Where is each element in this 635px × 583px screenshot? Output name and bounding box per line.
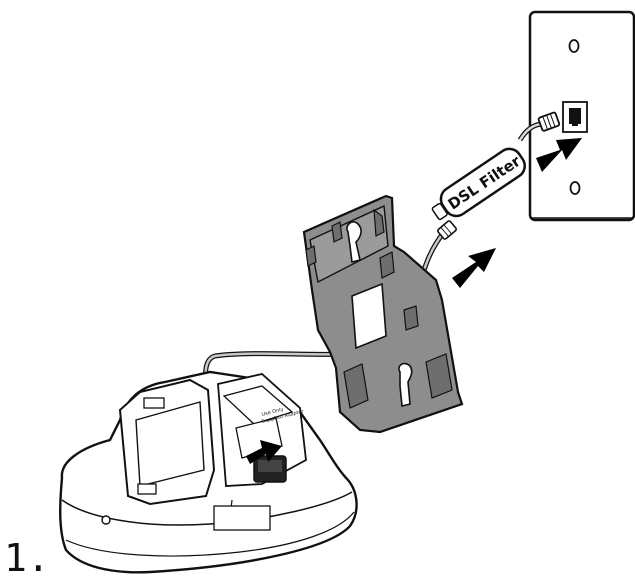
- dsl-filter: DSL Filter: [427, 144, 529, 226]
- step-number: 1.: [4, 538, 50, 578]
- bracket-slot: [352, 284, 386, 348]
- base-screw: [102, 516, 110, 524]
- base-handset-cradle: [120, 380, 214, 504]
- base-phone-plug: [254, 456, 286, 482]
- phone-jack-port: [563, 102, 587, 132]
- plate-screw-top: [570, 40, 579, 52]
- insert-arrow-filter: [452, 248, 496, 288]
- plate-screw-bottom: [571, 182, 580, 194]
- phone-base-station: Use Only Supplied Adapter: [60, 372, 356, 572]
